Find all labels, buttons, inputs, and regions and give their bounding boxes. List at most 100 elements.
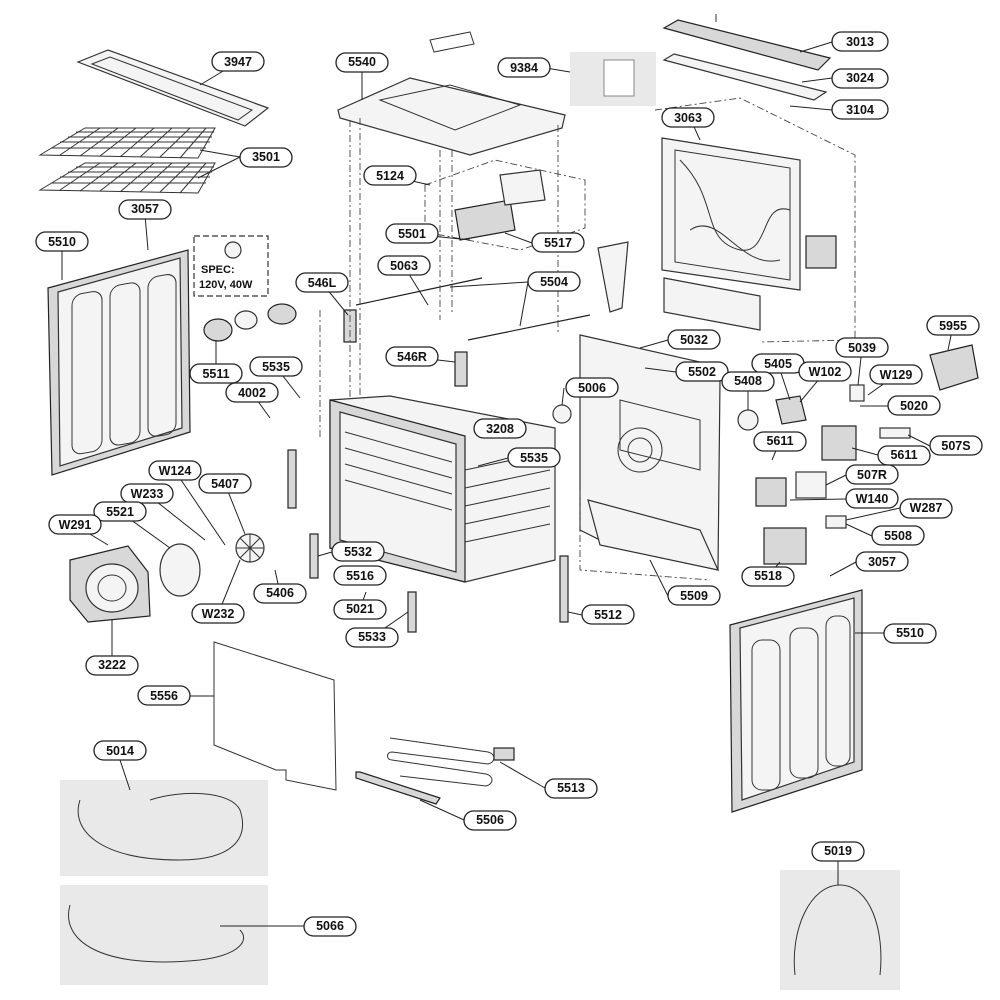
- callout-3013[interactable]: 3013: [831, 31, 889, 52]
- svg-text:3057: 3057: [868, 555, 896, 569]
- svg-text:3013: 3013: [846, 35, 874, 49]
- svg-text:5405: 5405: [764, 357, 792, 371]
- part-right-components: [552, 344, 979, 565]
- svg-text:5021: 5021: [346, 602, 374, 616]
- callout-5406[interactable]: 5406: [253, 583, 307, 604]
- callout-9384[interactable]: 9384: [497, 57, 551, 78]
- callout-5408[interactable]: 5408: [721, 371, 775, 392]
- part-5556-gasket: [213, 641, 337, 791]
- dashed-outline-5509: [579, 490, 711, 581]
- callout-5405[interactable]: 5405: [751, 353, 805, 374]
- callout-5124[interactable]: 5124: [363, 165, 417, 186]
- callout-5518[interactable]: 5518: [741, 566, 795, 587]
- svg-text:3057: 3057: [131, 202, 159, 216]
- callout-W129[interactable]: W129: [869, 364, 923, 385]
- callout-W287[interactable]: W287: [899, 498, 953, 519]
- part-5506-bracket: [355, 771, 441, 805]
- callout-5556[interactable]: 5556: [137, 685, 191, 706]
- callout-3063[interactable]: 3063: [661, 107, 715, 128]
- svg-text:W102: W102: [809, 365, 842, 379]
- svg-text:5513: 5513: [557, 781, 585, 795]
- svg-text:5006: 5006: [578, 381, 606, 395]
- callout-546L[interactable]: 546L: [295, 272, 349, 293]
- callout-5504[interactable]: 5504: [527, 271, 581, 292]
- callout-5506[interactable]: 5506: [463, 810, 517, 831]
- svg-text:5516: 5516: [346, 569, 374, 583]
- svg-text:3501: 3501: [252, 150, 280, 164]
- callout-3057-top[interactable]: 3057: [118, 199, 172, 220]
- spec-label: SPEC:: [201, 264, 235, 276]
- callout-5517[interactable]: 5517: [531, 232, 585, 253]
- svg-text:5532: 5532: [344, 545, 372, 559]
- callout-507R[interactable]: 507R: [845, 464, 899, 485]
- svg-text:5535: 5535: [520, 451, 548, 465]
- part-5532-strip: [309, 533, 319, 579]
- svg-text:W287: W287: [910, 501, 943, 515]
- callout-3104[interactable]: 3104: [831, 99, 889, 120]
- callout-5510-left[interactable]: 5510: [35, 231, 89, 252]
- svg-text:5124: 5124: [376, 169, 404, 183]
- svg-text:W233: W233: [131, 487, 164, 501]
- callout-5516[interactable]: 5516: [333, 565, 387, 586]
- part-546R-hinge: [454, 351, 468, 387]
- callout-3222[interactable]: 3222: [85, 655, 139, 676]
- callout-W124[interactable]: W124: [148, 460, 202, 481]
- callout-5020[interactable]: 5020: [887, 395, 941, 416]
- callout-3024[interactable]: 3024: [831, 68, 889, 89]
- part-5540-top-panel: [337, 31, 566, 156]
- svg-text:5611: 5611: [890, 448, 917, 462]
- callout-5533[interactable]: 5533: [345, 627, 399, 648]
- callout-5502[interactable]: 5502: [675, 361, 729, 382]
- svg-text:5508: 5508: [884, 529, 912, 543]
- callout-4002[interactable]: 4002: [225, 382, 279, 403]
- callout-5955[interactable]: 5955: [926, 315, 980, 336]
- callout-5611-left[interactable]: 5611: [753, 431, 807, 452]
- callout-W140[interactable]: W140: [845, 488, 899, 509]
- callout-5540[interactable]: 5540: [335, 52, 389, 73]
- callout-3501[interactable]: 3501: [239, 147, 293, 168]
- callout-5021[interactable]: 5021: [333, 599, 387, 620]
- callout-5532[interactable]: 5532: [331, 541, 385, 562]
- svg-text:3947: 3947: [224, 55, 252, 69]
- svg-text:5535: 5535: [262, 360, 290, 374]
- callout-3057-bottom[interactable]: 3057: [855, 551, 909, 572]
- callout-5014[interactable]: 5014: [93, 740, 147, 761]
- callout-546R[interactable]: 546R: [385, 346, 439, 367]
- callout-5063[interactable]: 5063: [377, 255, 431, 276]
- svg-text:3222: 3222: [98, 658, 126, 672]
- callout-W291[interactable]: W291: [48, 514, 102, 535]
- callout-5509[interactable]: 5509: [667, 585, 721, 606]
- callout-5508[interactable]: 5508: [871, 525, 925, 546]
- part-5124-cooling-fan: [454, 169, 546, 241]
- callout-5611-right[interactable]: 5611: [877, 445, 931, 466]
- callout-W102[interactable]: W102: [798, 361, 852, 382]
- part-5510-side-panel-left: [47, 249, 191, 476]
- svg-text:W129: W129: [880, 368, 913, 382]
- callout-5501[interactable]: 5501: [385, 223, 439, 244]
- callout-5039[interactable]: 5039: [835, 337, 889, 358]
- callout-5032[interactable]: 5032: [667, 329, 721, 350]
- photo-5014: [60, 780, 268, 876]
- callout-5510-right[interactable]: 5510: [883, 623, 937, 644]
- svg-text:5955: 5955: [939, 319, 967, 333]
- callout-5066[interactable]: 5066: [303, 916, 357, 937]
- callout-5006[interactable]: 5006: [565, 377, 619, 398]
- callout-W232[interactable]: W232: [191, 603, 245, 624]
- callout-5407[interactable]: 5407: [198, 473, 252, 494]
- svg-text:W124: W124: [159, 464, 192, 478]
- callout-5019[interactable]: 5019: [811, 841, 865, 862]
- callout-507S[interactable]: 507S: [929, 435, 983, 456]
- svg-text:546R: 546R: [397, 350, 427, 364]
- callout-5521[interactable]: 5521: [93, 501, 147, 522]
- svg-text:4002: 4002: [238, 386, 266, 400]
- callout-5535-left[interactable]: 5535: [249, 356, 303, 377]
- callout-5535-right[interactable]: 5535: [507, 447, 561, 468]
- callout-3947[interactable]: 3947: [211, 51, 265, 72]
- svg-text:5063: 5063: [390, 259, 418, 273]
- svg-text:W291: W291: [59, 518, 92, 532]
- callout-5512[interactable]: 5512: [581, 604, 635, 625]
- callout-W233[interactable]: W233: [120, 483, 174, 504]
- callout-3208[interactable]: 3208: [473, 418, 527, 439]
- callout-5511[interactable]: 5511: [189, 363, 243, 384]
- callout-5513[interactable]: 5513: [544, 778, 598, 799]
